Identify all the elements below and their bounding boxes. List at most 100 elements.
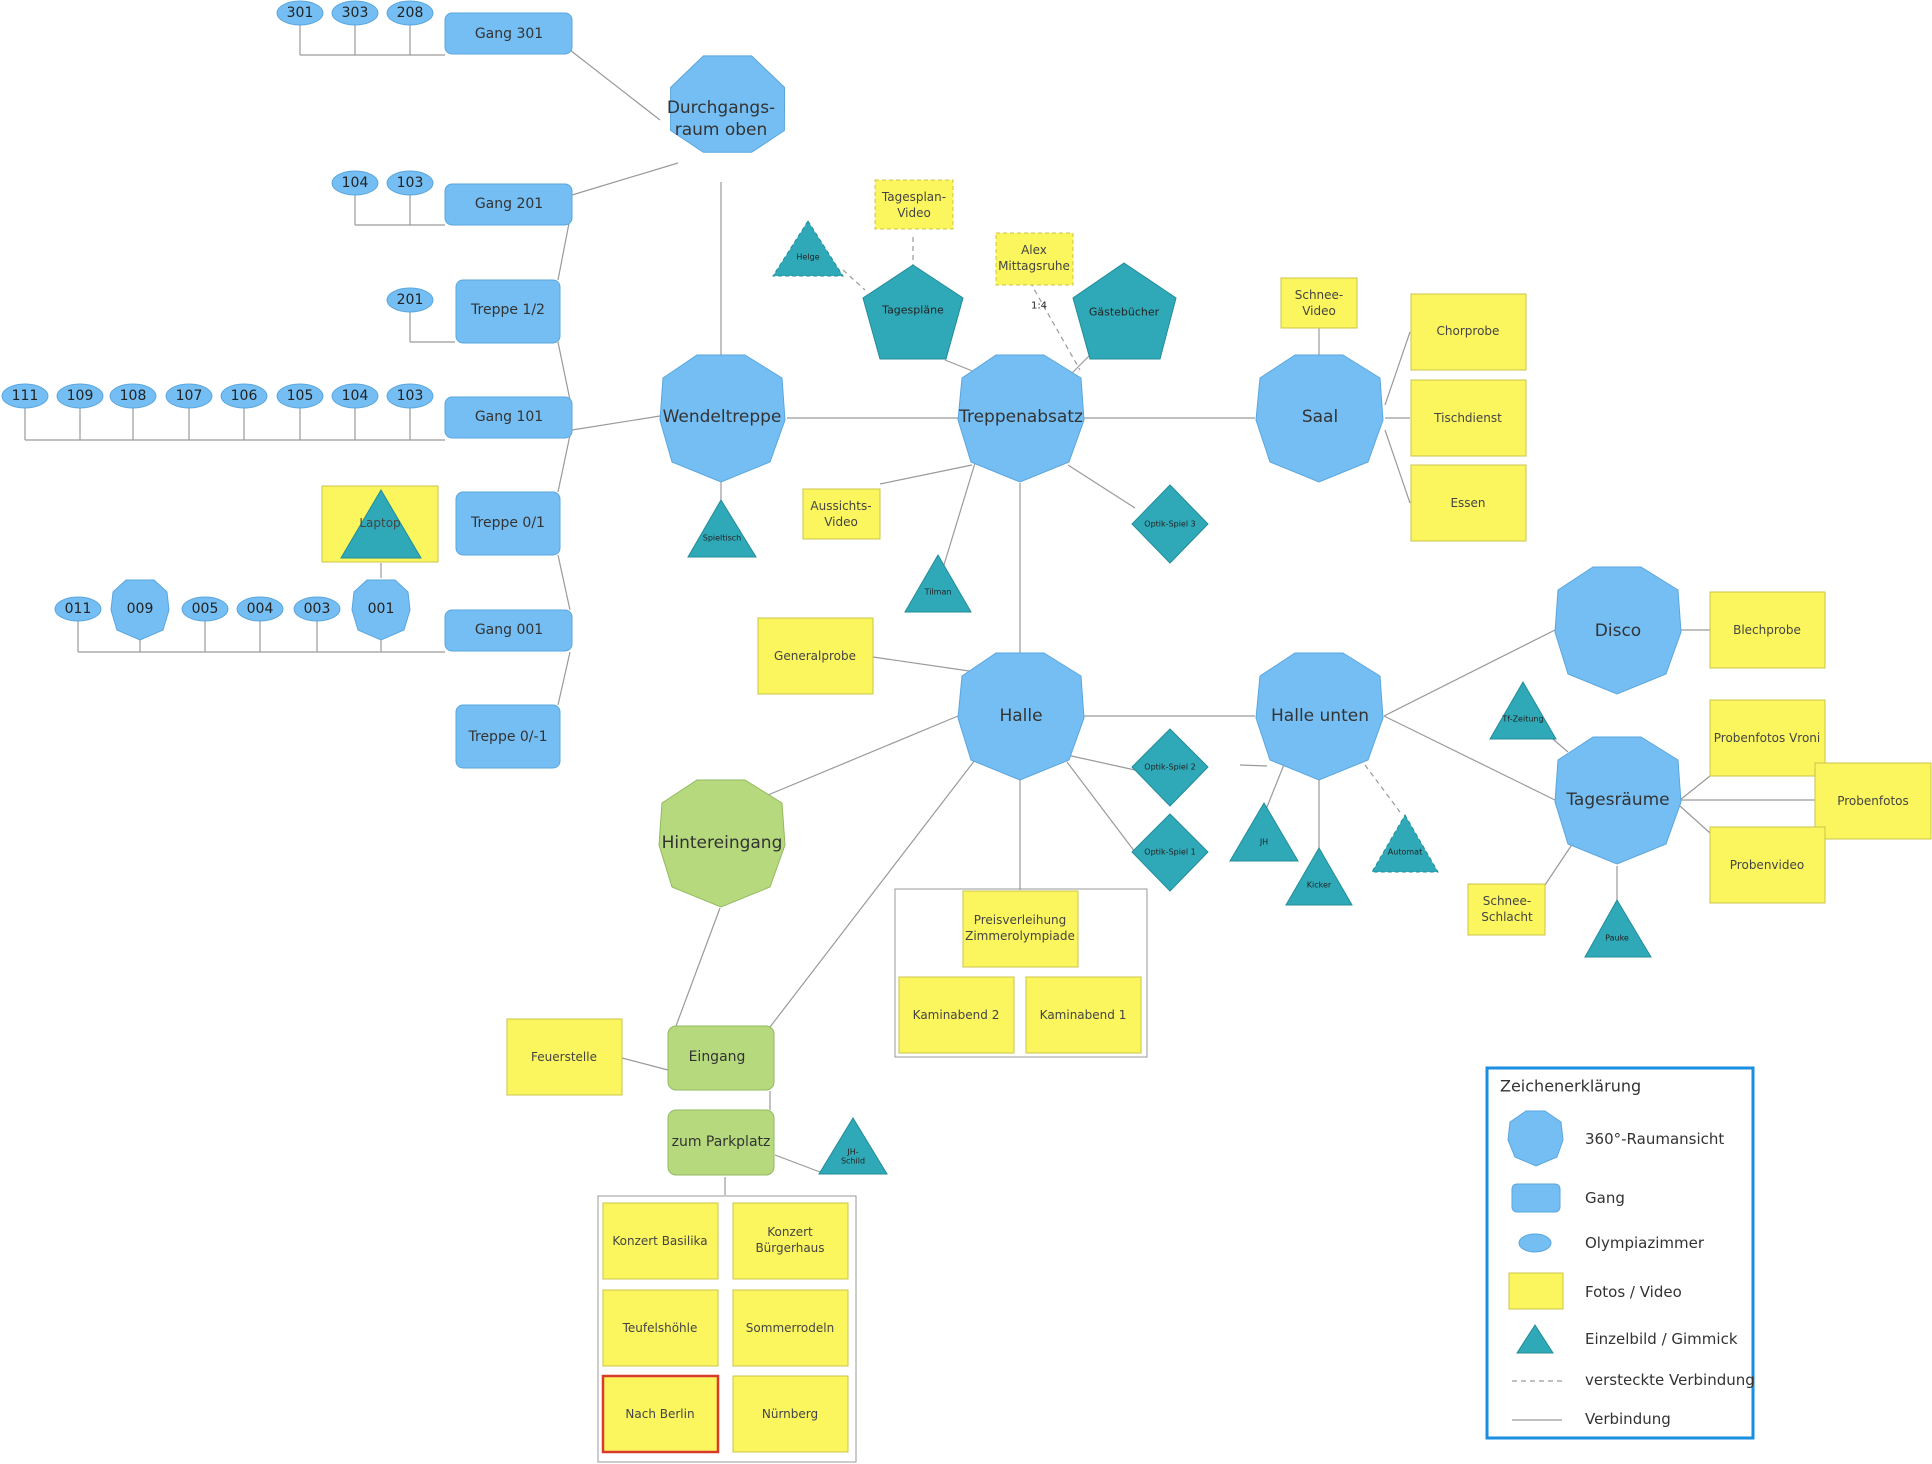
gang-shape: [444, 12, 573, 55]
olympia-room-003[interactable]: 003: [293, 596, 341, 622]
gimmick-optik-spiel-2[interactable]: Optik-Spiel 2: [1131, 728, 1209, 807]
gimmick-optik-spiel-3[interactable]: Optik-Spiel 3: [1131, 484, 1209, 564]
gang-201[interactable]: Gang 201: [444, 183, 573, 226]
room-saal[interactable]: Saal: [1255, 354, 1384, 483]
edge-label-ratio: 1:4: [1031, 301, 1047, 312]
photo-schnee-video[interactable]: Schnee- Video: [1280, 277, 1358, 329]
gimmick-label-line1: JH-: [846, 1148, 858, 1157]
photo-preisverleihung[interactable]: Preisverleihung Zimmerolympiade: [962, 890, 1079, 968]
olympia-label: 105: [287, 388, 314, 404]
photo-shape: [1025, 976, 1142, 1054]
gimmick-jh[interactable]: JH: [1229, 802, 1299, 862]
photo-nuernberg[interactable]: Nürnberg: [732, 1375, 849, 1453]
photo-konzert-buergerhaus[interactable]: Konzert Bürgerhaus: [732, 1202, 849, 1280]
photo-teufelshoehle[interactable]: Teufelshöhle: [602, 1289, 719, 1367]
photo-kaminabend-2[interactable]: Kaminabend 2: [898, 976, 1015, 1054]
olympia-room-005[interactable]: 005: [181, 596, 229, 622]
gimmick-optik-spiel-1[interactable]: Optik-Spiel 1: [1131, 813, 1209, 892]
photo-label-line2: Video: [897, 206, 931, 220]
olympia-room-109[interactable]: 109: [56, 383, 104, 409]
gimmick-pauke[interactable]: Pauke: [1584, 899, 1652, 958]
photo-shape: [732, 1202, 849, 1280]
gimmick-kicker[interactable]: Kicker: [1285, 847, 1353, 906]
legend-item-photo: Fotos / Video: [1585, 1283, 1682, 1301]
gimmick-automat[interactable]: Automat: [1371, 814, 1439, 873]
room-treppenabsatz[interactable]: Treppenabsatz: [957, 354, 1085, 483]
olympia-room-105[interactable]: 105: [276, 383, 324, 409]
room-tagesraeume[interactable]: Tagesräume: [1554, 736, 1682, 865]
connection-line: [1383, 715, 1556, 801]
olympia-room-104[interactable]: 104: [331, 170, 379, 196]
triangle-icon: [818, 1117, 888, 1175]
gang-treppe-0-minus-1[interactable]: Treppe 0/-1: [455, 704, 561, 769]
gimmick-tagesplaene[interactable]: Tagespläne: [862, 264, 964, 360]
photo-schneeschlacht[interactable]: Schnee- Schlacht: [1467, 883, 1546, 936]
photo-essen[interactable]: Essen: [1410, 464, 1527, 542]
gang-101[interactable]: Gang 101: [444, 396, 573, 439]
photo-generalprobe[interactable]: Generalprobe: [757, 617, 874, 695]
photo-kaminabend-1[interactable]: Kaminabend 1: [1025, 976, 1142, 1054]
olympia-room-001[interactable]: 001: [351, 579, 411, 641]
room-disco[interactable]: Disco: [1554, 566, 1682, 695]
olympia-room-108[interactable]: 108: [109, 383, 157, 409]
olympia-room-104[interactable]: 104: [331, 383, 379, 409]
room-label: Treppenabsatz: [958, 407, 1083, 427]
photo-probenfotos-vroni[interactable]: Probenfotos Vroni: [1709, 699, 1826, 777]
connection-line: [879, 464, 973, 485]
olympia-room-301[interactable]: 301: [276, 0, 324, 26]
gimmick-spieltisch[interactable]: Spieltisch: [687, 499, 757, 558]
olympia-room-303[interactable]: 303: [331, 0, 379, 26]
gimmick-tilman[interactable]: Tilman: [904, 554, 972, 613]
photo-aussichts-video[interactable]: Aussichts- Video: [802, 488, 881, 540]
triangle-icon: [904, 554, 972, 613]
olympia-shape: [331, 383, 379, 409]
photo-tagesplan-video[interactable]: Tagesplan- Video: [874, 179, 954, 230]
olympia-room-103[interactable]: 103: [386, 170, 434, 196]
photo-tischdienst[interactable]: Tischdienst: [1410, 379, 1527, 457]
photo-chorprobe[interactable]: Chorprobe: [1410, 293, 1527, 371]
photo-probenvideo[interactable]: Probenvideo: [1709, 826, 1826, 904]
gang-301[interactable]: Gang 301: [444, 12, 573, 55]
olympia-room-009[interactable]: 009: [110, 579, 170, 641]
room-durchgangsraum[interactable]: Durchgangs- raum oben: [667, 55, 786, 153]
olympia-room-111[interactable]: 111: [1, 383, 49, 409]
olympia-room-201[interactable]: 201: [386, 287, 434, 313]
room-halle-unten[interactable]: Halle unten: [1255, 652, 1384, 781]
photo-laptop[interactable]: Laptop: [321, 485, 439, 563]
gimmick-helge[interactable]: Helge: [772, 220, 844, 277]
gimmick-gaestebuecher[interactable]: Gästebücher: [1072, 262, 1177, 360]
gang-treppe-0-1[interactable]: Treppe 0/1: [455, 491, 561, 556]
photo-konzert-basilika[interactable]: Konzert Basilika: [602, 1202, 719, 1280]
gang-001[interactable]: Gang 001: [444, 609, 573, 652]
olympia-shape: [109, 383, 157, 409]
gimmick-tf-zeitung[interactable]: Tf-Zeitung: [1489, 681, 1557, 740]
triangle-icon: [772, 220, 844, 277]
olympia-label: 111: [12, 388, 39, 404]
photo-shape: [1709, 591, 1826, 669]
photo-nach-berlin[interactable]: Nach Berlin: [601, 1374, 720, 1454]
olympia-label: 009: [127, 601, 154, 617]
room-hintereingang[interactable]: Hintereingang: [658, 779, 786, 908]
olympia-room-103[interactable]: 103: [386, 383, 434, 409]
olympia-room-208[interactable]: 208: [386, 0, 434, 26]
photo-alex-mittagsruhe[interactable]: Alex Mittagsruhe: [995, 232, 1074, 286]
photo-feuerstelle[interactable]: Feuerstelle: [506, 1018, 623, 1096]
gimmick-label: Pauke: [1605, 934, 1629, 943]
olympia-room-106[interactable]: 106: [220, 383, 268, 409]
room-halle[interactable]: Halle: [957, 652, 1085, 781]
photo-probenfotos[interactable]: Probenfotos: [1814, 762, 1932, 840]
gang-eingang[interactable]: Eingang: [667, 1025, 775, 1091]
olympia-room-011[interactable]: 011: [54, 596, 102, 622]
gang-parkplatz[interactable]: zum Parkplatz: [667, 1109, 775, 1176]
gang-treppe-1-2[interactable]: Treppe 1/2: [455, 279, 561, 344]
photo-sommerrodeln[interactable]: Sommerrodeln: [732, 1289, 849, 1367]
olympia-room-004[interactable]: 004: [236, 596, 284, 622]
connection-line: [1384, 331, 1411, 406]
ausflug-group-frame: [597, 1195, 857, 1463]
photo-label: Konzert Basilika: [612, 1234, 707, 1248]
room-wendeltreppe[interactable]: Wendeltreppe: [659, 354, 786, 483]
kaminabend-group-frame: [894, 888, 1148, 1058]
photo-blechprobe[interactable]: Blechprobe: [1709, 591, 1826, 669]
olympia-room-107[interactable]: 107: [165, 383, 213, 409]
gimmick-jh-schild[interactable]: JH- Schild: [818, 1117, 888, 1175]
